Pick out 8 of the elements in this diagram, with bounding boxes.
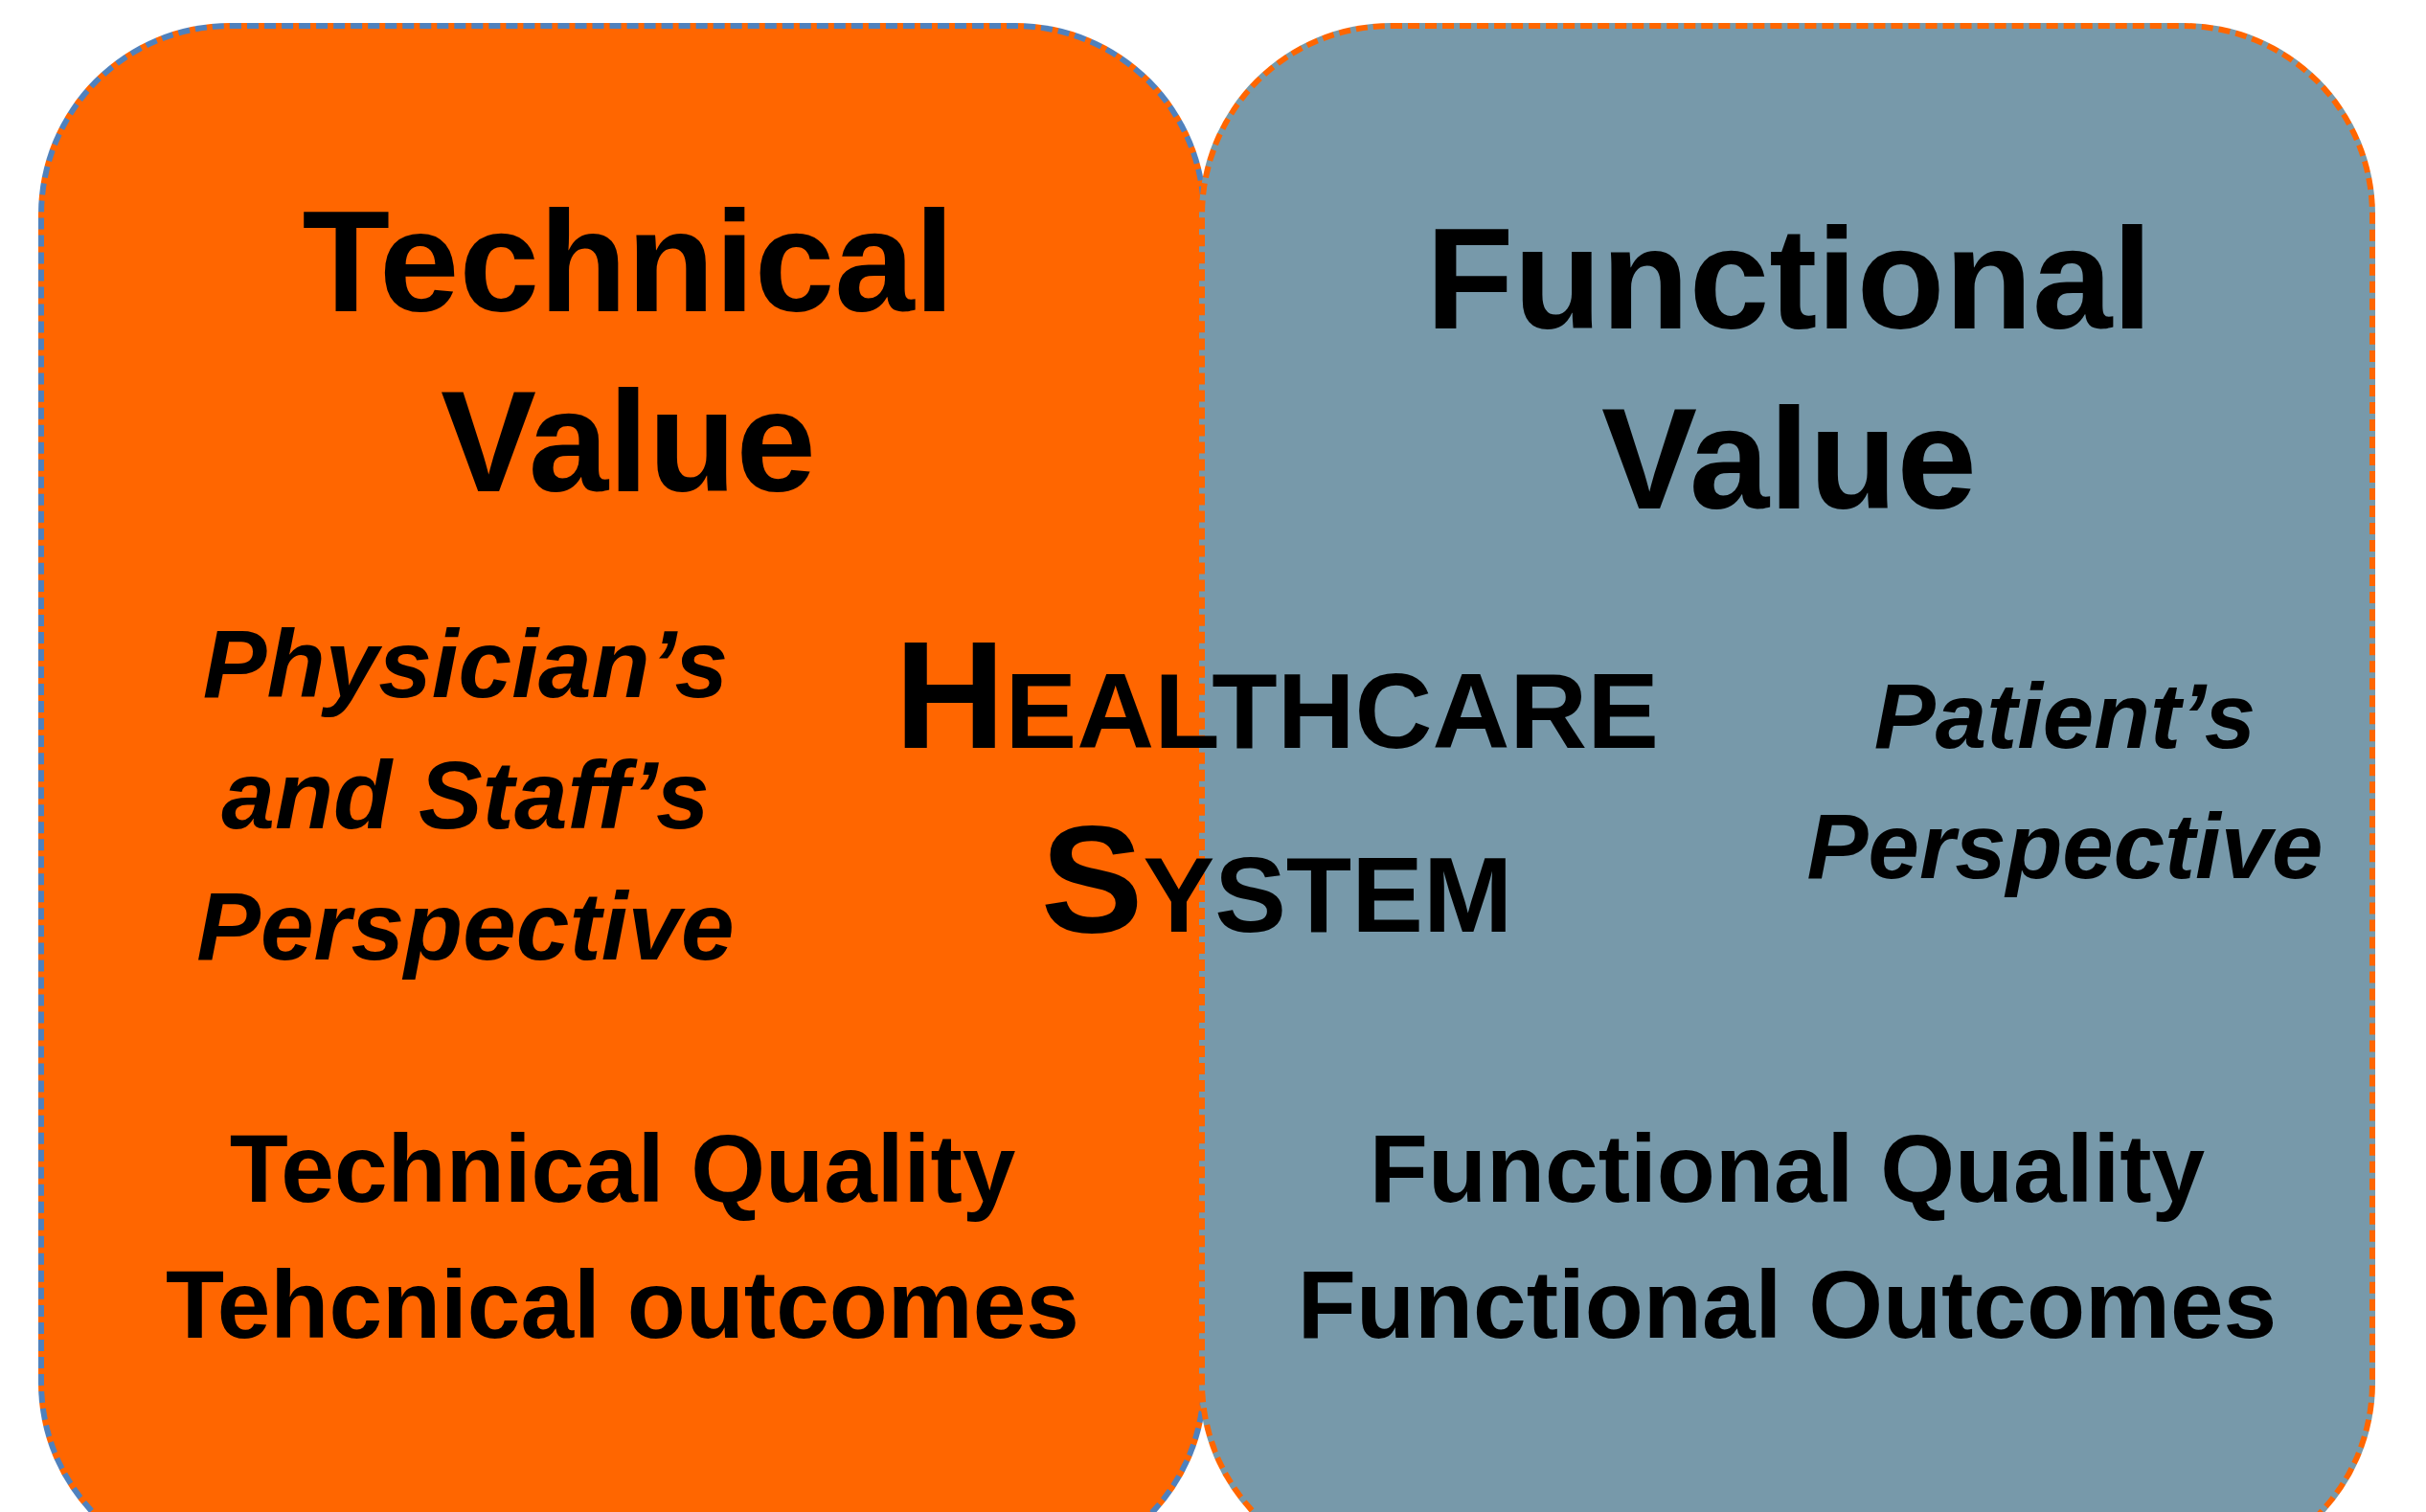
panel-title: Functional Value bbox=[1424, 197, 2154, 541]
outcomes-text: Functional Outcomes bbox=[1296, 1250, 2279, 1360]
outcomes-text: Tehcnical outcomes bbox=[165, 1250, 1080, 1360]
quality-text: Technical Quality bbox=[228, 1114, 1017, 1224]
perspective-text: Physician’s and Staff’s Perspective bbox=[195, 609, 736, 982]
perspective-text: Patient’s Perspective bbox=[1805, 664, 2324, 900]
panel-title: Technical Value bbox=[301, 180, 956, 524]
quality-text: Functional Quality bbox=[1368, 1114, 2207, 1224]
